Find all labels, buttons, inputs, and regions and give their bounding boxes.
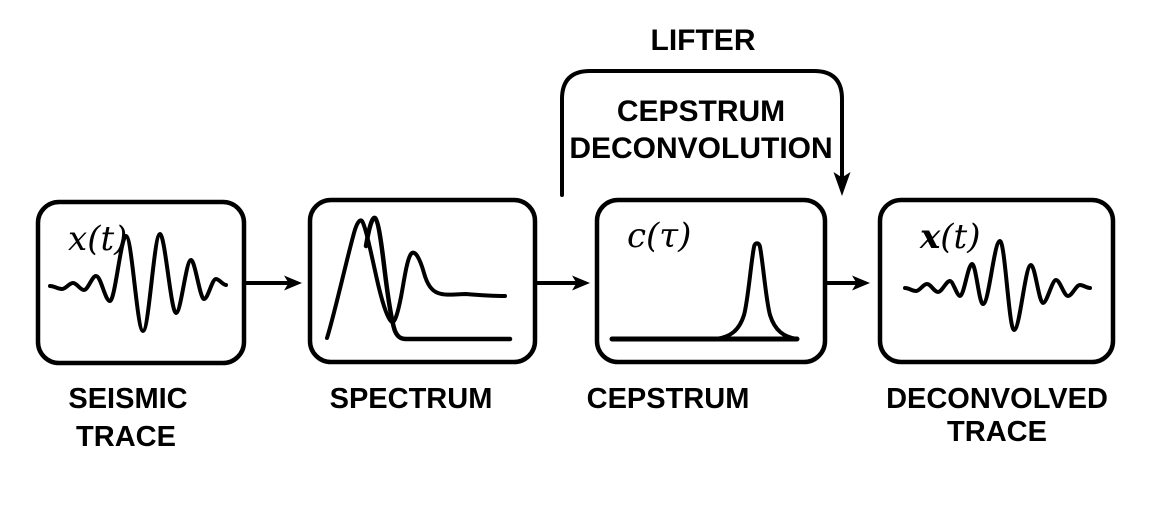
- deconvolved-trace-caption-line2: TRACE: [947, 416, 1047, 448]
- deconvolved-trace-formula: x(t): [919, 217, 980, 257]
- formula-arguments: (t): [940, 217, 980, 257]
- flow-arrow-cepstrum-to-deconvolved: [823, 275, 870, 291]
- process-label-line2: DECONVOLUTION: [569, 132, 832, 165]
- flow-arrow-seismic-to-spectrum: [242, 275, 302, 291]
- arrowhead-right-icon: [852, 275, 870, 291]
- formula-variable: x: [68, 219, 87, 259]
- lifter-arrowhead-down-icon: [833, 172, 851, 196]
- process-label-line1: CEPSTRUM: [617, 95, 785, 128]
- flow-arrow-spectrum-to-cepstrum: [533, 275, 590, 291]
- seismic-wavelet-icon: [48, 232, 228, 333]
- cepstrum-peak-icon: [714, 241, 799, 341]
- spectrum-caption: SPECTRUM: [330, 383, 493, 415]
- spectrum-envelope-curve-icon: [363, 215, 513, 342]
- deconvolved-trace-outline: [877, 197, 1116, 365]
- lifter-bypass-arrow: [560, 69, 851, 197]
- spectrum-box: [307, 197, 538, 365]
- deconvolved-trace-caption-line1: DECONVOLVED: [886, 383, 1108, 415]
- formula-arguments: (τ): [646, 216, 691, 256]
- deconvolved-wavelet-icon: [903, 239, 1092, 332]
- cepstrum-box: c(τ): [594, 197, 828, 365]
- formula-arguments: (t): [87, 219, 127, 259]
- formula-variable: x: [919, 217, 941, 257]
- formula-variable: c: [627, 216, 646, 256]
- arrowhead-right-icon: [572, 275, 590, 291]
- seismic-trace-caption-line2: TRACE: [76, 421, 176, 453]
- spectrum-curve-icon: [325, 218, 507, 340]
- cepstrum-formula: c(τ): [627, 216, 691, 256]
- arrowhead-right-icon: [284, 275, 302, 291]
- seismic-trace-formula: x(t): [68, 219, 127, 259]
- lifter-label: LIFTER: [651, 24, 756, 57]
- lifter-bracket-path: [560, 69, 844, 197]
- cepstrum-caption: CEPSTRUM: [587, 383, 750, 415]
- deconvolved-trace-box: x(t): [877, 197, 1116, 365]
- seismic-trace-box: x(t): [35, 199, 247, 366]
- seismic-trace-caption-line1: SEISMIC: [68, 383, 187, 415]
